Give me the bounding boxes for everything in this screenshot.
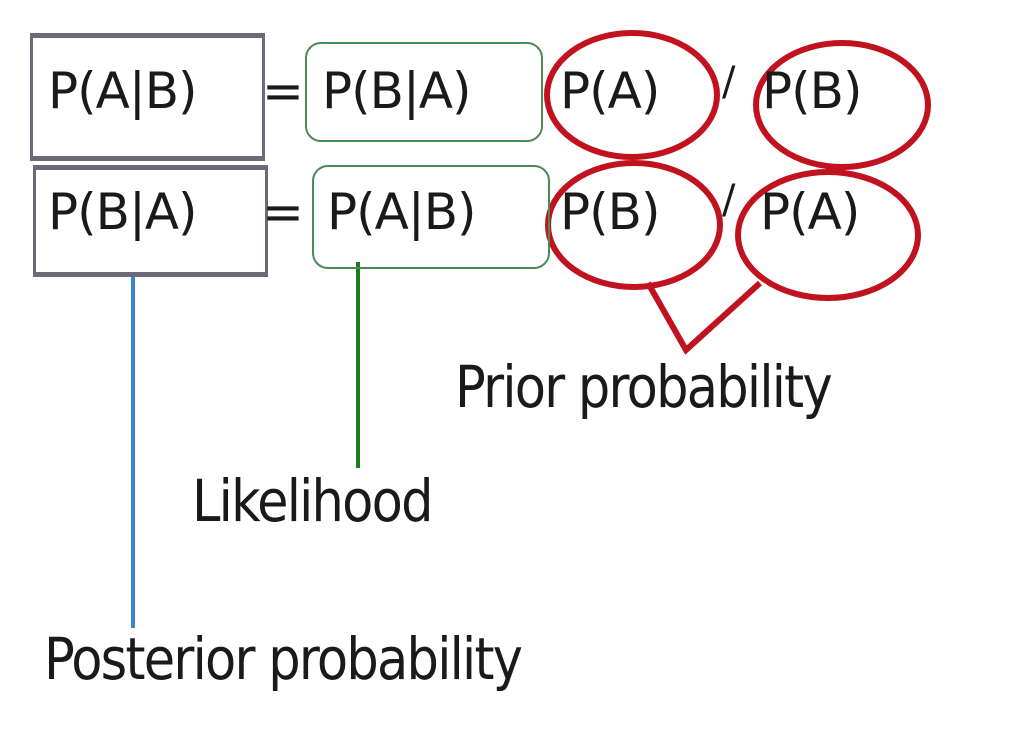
posterior-box-row1 (30, 33, 265, 161)
divide-sign-row1: / (722, 59, 736, 105)
equals-sign-row2: = (262, 183, 304, 241)
posterior-box-row2 (33, 165, 268, 277)
prior-numerator-row2: P(B) (560, 183, 660, 241)
posterior-term-row1: P(A|B) (48, 62, 198, 120)
prior-numerator-row1: P(A) (560, 62, 660, 120)
posterior-term-row2: P(B|A) (48, 183, 198, 241)
prior-circle-pa-row1 (544, 30, 720, 160)
divide-sign-row2: / (722, 177, 736, 223)
prior-circle-pb-row1 (753, 40, 931, 170)
likelihood-label: Likelihood (192, 467, 433, 535)
prior-circle-pa-row2 (735, 169, 921, 301)
prior-pointer (645, 280, 763, 355)
prior-denominator-row1: P(B) (762, 62, 862, 120)
likelihood-box-row1 (305, 42, 543, 142)
likelihood-term-row2: P(A|B) (327, 183, 477, 241)
prior-denominator-row2: P(A) (760, 183, 860, 241)
likelihood-box-row2 (312, 165, 550, 269)
posterior-probability-label: Posterior probability (44, 625, 523, 693)
equals-sign-row1: = (262, 62, 304, 120)
prior-circles (544, 30, 931, 355)
prior-probability-label: Prior probability (455, 353, 833, 421)
likelihood-term-row1: P(B|A) (322, 62, 472, 120)
